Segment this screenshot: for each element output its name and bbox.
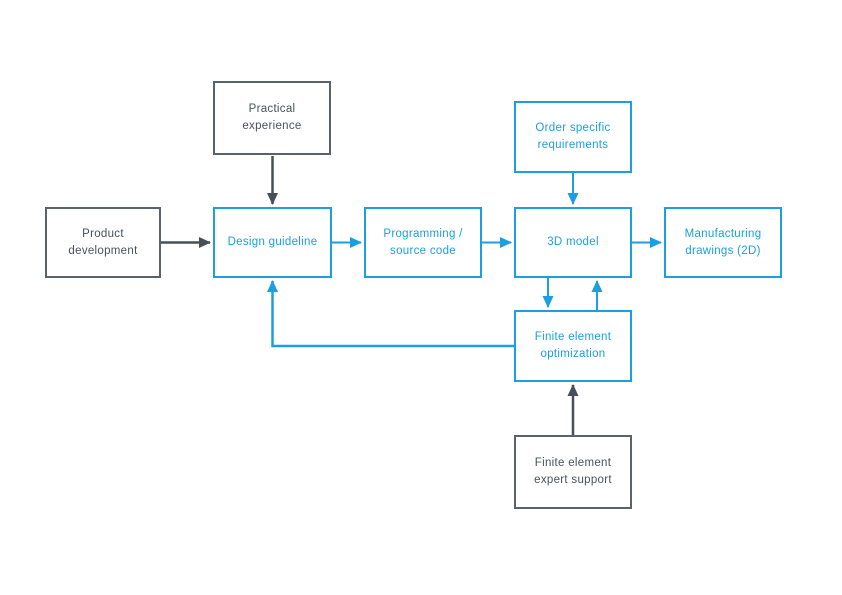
node-product-development: Product development: [45, 207, 161, 278]
edge-finite-element-optimization-to-design-guideline: [267, 280, 514, 348]
node-finite-element-expert-support: Finite element expert support: [514, 435, 632, 509]
node-label: Finite element optimization: [534, 331, 612, 360]
node-practical-experience: Practical experience: [213, 81, 331, 155]
node-label: Product development: [68, 227, 138, 257]
node-label: Order specific requirements: [535, 122, 611, 151]
node-manufacturing-drawings-2d: Manufacturing drawings (2D): [664, 207, 782, 278]
node-3d-model: 3D model: [514, 207, 632, 278]
node-programming-source-code: Programming / source code: [364, 207, 482, 278]
node-label: Finite element expert support: [534, 457, 612, 486]
node-label: Programming / source code: [383, 227, 463, 257]
node-order-specific-requirements: Order specific requirements: [514, 101, 632, 173]
node-label: Practical experience: [242, 103, 302, 132]
node-design-guideline: Design guideline: [213, 207, 332, 278]
node-label: 3D model: [547, 236, 599, 248]
node-label: Design guideline: [227, 236, 318, 248]
node-label: Manufacturing drawings (2D): [684, 227, 762, 257]
node-finite-element-optimization: Finite element optimization: [514, 310, 632, 382]
